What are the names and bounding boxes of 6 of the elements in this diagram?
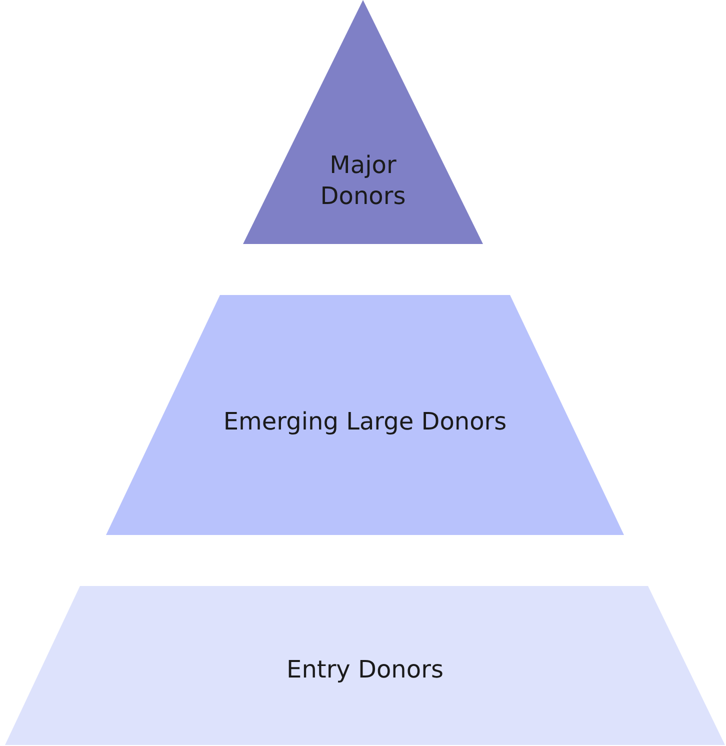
tier-label: Entry Donors: [286, 654, 444, 686]
tier-label: Major Donors: [319, 149, 407, 212]
tier-label: Emerging Large Donors: [222, 406, 508, 438]
pyramid-tier: [106, 295, 624, 535]
pyramid-tier: [243, 0, 483, 244]
pyramid-tier: [5, 586, 725, 745]
